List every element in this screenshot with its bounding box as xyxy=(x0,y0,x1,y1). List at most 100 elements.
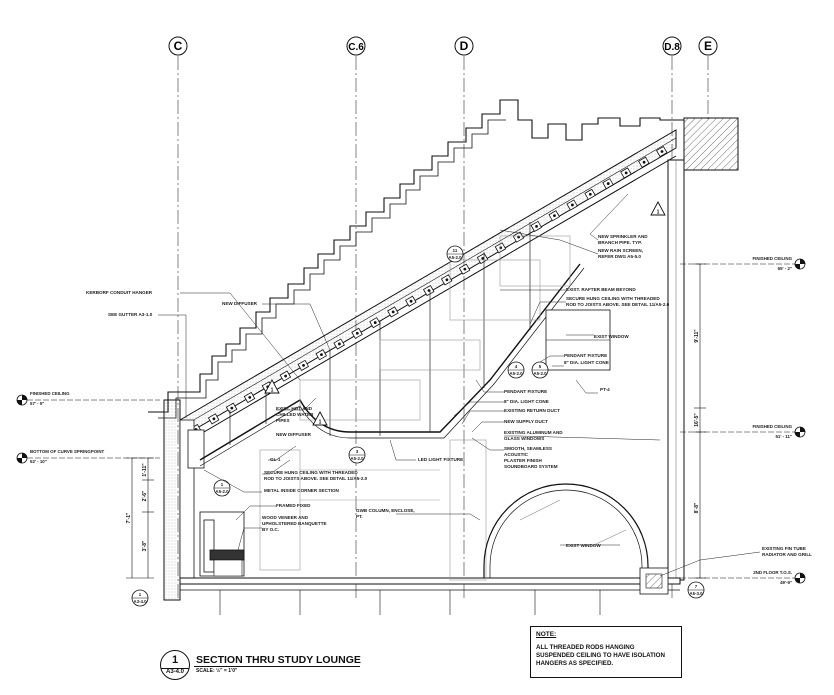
elevation-finished-ceiling-right-mid: FINISHED CEILING 51' - 11" xyxy=(680,424,806,439)
elevation-finished-ceiling-right-top: FINISHED CEILING 65' - 2" xyxy=(680,256,806,271)
detail-bubble: 11 A5-2.0 xyxy=(446,245,464,263)
rafter-bolt xyxy=(337,342,341,346)
detail-bubble: 1 A3-4.0 xyxy=(131,589,149,607)
svg-text:A5-2.0: A5-2.0 xyxy=(215,489,229,494)
rafter-bolt xyxy=(212,417,216,421)
svg-text:4: 4 xyxy=(515,364,518,369)
elevation-finished-ceiling-left: FINISHED CEILING 57' - 5" xyxy=(16,391,160,406)
revision-marker: 1 xyxy=(312,411,328,426)
svg-text:FINISHED CEILING: FINISHED CEILING xyxy=(752,256,792,261)
detail-bubble: 3 A5-2.0 xyxy=(348,446,366,464)
svg-text:3'-8": 3'-8" xyxy=(142,540,148,551)
rafter-bolt xyxy=(373,321,377,324)
note-new-diffuser-mid: NEW DIFFUSER xyxy=(276,432,312,437)
leader-lines xyxy=(158,193,761,577)
grid-label-c6: C.6 xyxy=(348,42,364,53)
grid-bubble-d8: D.8 xyxy=(662,36,682,56)
svg-text:7'-1": 7'-1" xyxy=(126,512,132,523)
note-light-cone-b: 8" DIA. LIGHT CONE xyxy=(504,399,549,404)
note-exist-window-bottom: EXIST WINDOW xyxy=(566,543,601,548)
grid-bubble-c: C xyxy=(168,36,188,56)
left-wall xyxy=(163,399,205,601)
grid-label-d: D xyxy=(460,39,469,53)
rafter-bolt xyxy=(481,257,485,260)
rafter-bolt xyxy=(624,171,628,175)
svg-text:65' - 2": 65' - 2" xyxy=(778,266,792,271)
grid-label-d8: D.8 xyxy=(664,42,680,53)
rafter-bolt xyxy=(445,278,449,282)
svg-text:A5-2.0: A5-2.0 xyxy=(350,456,364,461)
note-exist-rafter: EXIST. RAFTER BEAM BEYOND xyxy=(566,287,636,292)
elevation-bottom-of-curve: BOTTOM OF CURVE SPRINGPOINT 52' - 10" xyxy=(16,449,160,464)
note-box: NOTE: ALL THREADED RODS HANGING SUSPENDE… xyxy=(530,626,682,678)
radiator xyxy=(639,567,669,595)
drawing-scale: SCALE: ½" = 1'0" xyxy=(196,668,238,674)
detail-bubbles: 11 A5-2.0 4 A5-2.0 5 A5-2.0 3 A5-2.0 1 A… xyxy=(131,245,705,607)
revision-marker: 1 xyxy=(264,379,280,394)
rafter-bolt xyxy=(302,363,305,367)
grid-label-e: E xyxy=(704,39,712,53)
drawing-title: SECTION THRU STUDY LOUNGE xyxy=(196,654,361,666)
grid-bubble-c6: C.6 xyxy=(346,36,366,56)
floor-slab xyxy=(179,577,681,615)
note-pendant-fixture-a: PENDANT FIXTURE xyxy=(564,353,607,358)
rafter-bolt xyxy=(284,374,288,378)
svg-text:9'-11": 9'-11" xyxy=(694,329,700,343)
grid-lines xyxy=(177,56,709,600)
note-gl1: GL-1 xyxy=(270,457,281,462)
note-kerf-conduit: KERBORF CONDUIT HANGER xyxy=(86,290,153,295)
svg-text:BOTTOM OF CURVE SPRINGPOINT: BOTTOM OF CURVE SPRINGPOINT xyxy=(30,449,105,454)
title-underline xyxy=(194,666,360,667)
svg-text:7: 7 xyxy=(695,584,698,589)
svg-text:1: 1 xyxy=(271,388,274,394)
dimension-lines xyxy=(126,263,706,579)
rafter-bolt xyxy=(409,299,413,303)
note-exist-window-top: EXIST WINDOW xyxy=(594,334,629,339)
svg-text:16'-5": 16'-5" xyxy=(694,413,700,427)
svg-text:A5-2.0: A5-2.0 xyxy=(533,371,547,376)
rafter-blocks xyxy=(189,145,668,436)
note-new-diffuser-top: NEW DIFFUSER xyxy=(222,301,258,306)
note-see-gutter: SEE GUTTER A3-1.0 xyxy=(108,312,153,317)
svg-text:A5-2.0: A5-2.0 xyxy=(448,255,462,260)
note-pt4: PT-4 xyxy=(600,387,610,392)
svg-text:8'-8": 8'-8" xyxy=(694,502,700,513)
rafter-bolt xyxy=(355,331,359,335)
svg-text:2ND FLOOR T.O.S.: 2ND FLOOR T.O.S. xyxy=(753,570,792,575)
note-led-light: LED LIGHT FIXTURE xyxy=(418,457,463,462)
title-number: 1 xyxy=(171,654,179,666)
revision-marker: 1 xyxy=(650,201,666,216)
arched-window xyxy=(483,483,649,578)
svg-text:FINISHED CEILING: FINISHED CEILING xyxy=(30,391,70,396)
rafter-bolt xyxy=(553,214,556,218)
rafter-bolt xyxy=(660,150,664,153)
svg-text:52' - 10": 52' - 10" xyxy=(30,459,47,464)
rafter-bolt xyxy=(391,310,395,314)
stepped-roof xyxy=(148,99,684,413)
grid-bubble-d: D xyxy=(454,36,474,56)
revision-markers: 1 1 1 xyxy=(264,201,666,426)
rafter-bolt xyxy=(230,406,234,410)
svg-text:1'-11": 1'-11" xyxy=(142,463,148,477)
svg-text:FINISHED CEILING: FINISHED CEILING xyxy=(752,424,792,429)
grid-bubble-e: E xyxy=(698,36,718,56)
svg-text:49'-9": 49'-9" xyxy=(780,580,792,585)
note-framed-fixed: FRAMED FIXED xyxy=(276,503,311,508)
note-new-rain-screen: NEW RAIN SCREEN,REFER DWG A5-5.0 xyxy=(598,248,643,259)
svg-text:1: 1 xyxy=(657,210,660,216)
title-sheet: A3-4.0 xyxy=(161,668,189,675)
svg-text:5: 5 xyxy=(539,364,542,369)
svg-text:57' - 5": 57' - 5" xyxy=(30,401,44,406)
svg-text:2'-6": 2'-6" xyxy=(142,490,148,501)
svg-text:A5-2.0: A5-2.0 xyxy=(509,371,523,376)
svg-text:1: 1 xyxy=(221,482,224,487)
